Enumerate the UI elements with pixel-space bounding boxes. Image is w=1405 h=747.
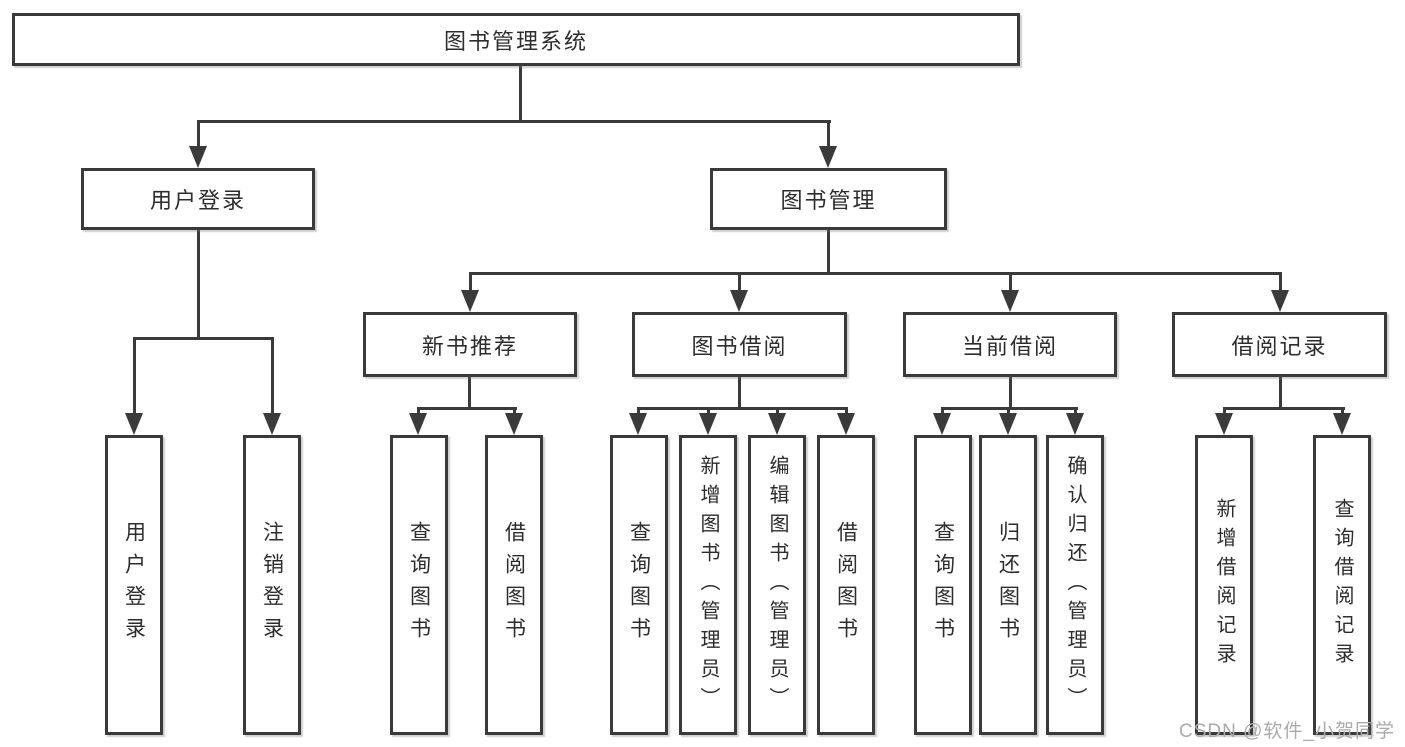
- down-arrowhead-icon: [629, 413, 647, 435]
- leaf-borrow-books-recommend: 借阅图书: [485, 435, 543, 735]
- down-arrowhead-icon: [125, 413, 143, 435]
- leaf-user-login: 用户登录: [105, 435, 163, 735]
- down-arrowhead-icon: [1066, 413, 1084, 435]
- connector-line: [417, 407, 517, 410]
- down-arrowhead-icon: [1215, 413, 1233, 435]
- node-label: 当前借阅: [961, 333, 1058, 359]
- leaf-add-book-admin: 新增图书（管理员）: [679, 435, 737, 735]
- down-arrowhead-icon: [819, 146, 837, 168]
- connector-line: [133, 337, 136, 415]
- node-label: 借阅图书: [834, 521, 858, 649]
- node-label: 查询图书: [931, 521, 955, 649]
- down-arrowhead-icon: [189, 146, 207, 168]
- leaf-add-borrow-record: 新增借阅记录: [1195, 435, 1253, 735]
- node-label: 查询图书: [407, 521, 431, 649]
- down-arrowhead-icon: [1333, 413, 1351, 435]
- connector-line: [519, 66, 522, 122]
- node-book-management: 图书管理: [710, 168, 947, 230]
- node-label: 借阅记录: [1231, 333, 1328, 359]
- node-label: 确认归还（管理员）: [1064, 454, 1086, 716]
- node-label: 新增借阅记录: [1213, 498, 1235, 672]
- connector-line: [1223, 407, 1226, 416]
- down-arrowhead-icon: [699, 413, 717, 435]
- connector-line: [469, 272, 472, 292]
- node-label: 图书借阅: [691, 333, 788, 359]
- down-arrowhead-icon: [768, 413, 786, 435]
- down-arrowhead-icon: [1271, 290, 1289, 312]
- connector-line: [637, 407, 848, 410]
- leaf-query-borrow-record: 查询借阅记录: [1313, 435, 1371, 735]
- node-label: 用户登录: [149, 188, 246, 213]
- connector-line: [1009, 375, 1012, 410]
- node-label: 图书管理系统: [443, 28, 588, 54]
- node-borrow-records: 借阅记录: [1172, 312, 1387, 377]
- connector-line: [827, 120, 830, 148]
- leaf-query-books-borrow: 查询图书: [610, 435, 668, 735]
- connector-line: [1009, 272, 1012, 292]
- connector-line: [469, 272, 1282, 275]
- node-label: 注销登录: [260, 521, 284, 649]
- node-label: 新增图书（管理员）: [697, 454, 719, 716]
- node-label: 查询借阅记录: [1331, 498, 1353, 672]
- connector-line: [827, 230, 830, 275]
- node-label: 图书管理: [780, 188, 877, 213]
- down-arrowhead-icon: [933, 413, 951, 435]
- down-arrowhead-icon: [730, 290, 748, 312]
- leaf-query-books-current: 查询图书: [914, 435, 972, 735]
- connector-line: [197, 120, 200, 148]
- leaf-query-books-recommend: 查询图书: [390, 435, 448, 735]
- node-label: 新书推荐: [421, 333, 518, 359]
- down-arrowhead-icon: [837, 413, 855, 435]
- connector-line: [513, 407, 516, 416]
- down-arrowhead-icon: [505, 413, 523, 435]
- connector-line: [271, 337, 274, 415]
- connector-line: [468, 375, 471, 410]
- connector-line: [1279, 272, 1282, 292]
- connector-line: [1223, 407, 1345, 410]
- down-arrowhead-icon: [263, 413, 281, 435]
- node-current-borrow: 当前借阅: [903, 312, 1117, 377]
- down-arrowhead-icon: [1001, 290, 1019, 312]
- connector-line: [133, 337, 274, 340]
- connector-line: [197, 120, 831, 123]
- connector-line: [738, 375, 741, 410]
- down-arrowhead-icon: [461, 290, 479, 312]
- csdn-watermark: CSDN @软件_小贺同学: [1179, 721, 1395, 742]
- node-label: 编辑图书（管理员）: [766, 454, 788, 716]
- node-library-system: 图书管理系统: [12, 13, 1020, 66]
- connector-line: [776, 407, 779, 416]
- connector-line: [845, 407, 848, 416]
- node-label: 借阅图书: [502, 521, 526, 649]
- node-label: 查询图书: [627, 521, 651, 649]
- connector-line: [941, 407, 944, 416]
- node-label: 用户登录: [122, 521, 146, 649]
- leaf-edit-book-admin: 编辑图书（管理员）: [748, 435, 806, 735]
- connector-line: [738, 272, 741, 292]
- connector-line: [1341, 407, 1344, 416]
- node-user-login: 用户登录: [81, 168, 315, 230]
- node-book-borrow: 图书借阅: [632, 312, 847, 377]
- connector-line: [1007, 407, 1010, 416]
- down-arrowhead-icon: [409, 413, 427, 435]
- node-new-book-recommend: 新书推荐: [363, 312, 577, 377]
- leaf-return-book: 归还图书: [979, 435, 1037, 735]
- connector-line: [197, 230, 200, 340]
- connector-line: [637, 407, 640, 416]
- connector-line: [1279, 375, 1282, 410]
- node-label: 归还图书: [996, 521, 1020, 649]
- connector-line: [417, 407, 420, 416]
- leaf-logout: 注销登录: [243, 435, 301, 735]
- leaf-confirm-return-admin: 确认归还（管理员）: [1046, 435, 1104, 735]
- leaf-borrow-books: 借阅图书: [817, 435, 875, 735]
- connector-line: [1074, 407, 1077, 416]
- connector-line: [707, 407, 710, 416]
- down-arrowhead-icon: [999, 413, 1017, 435]
